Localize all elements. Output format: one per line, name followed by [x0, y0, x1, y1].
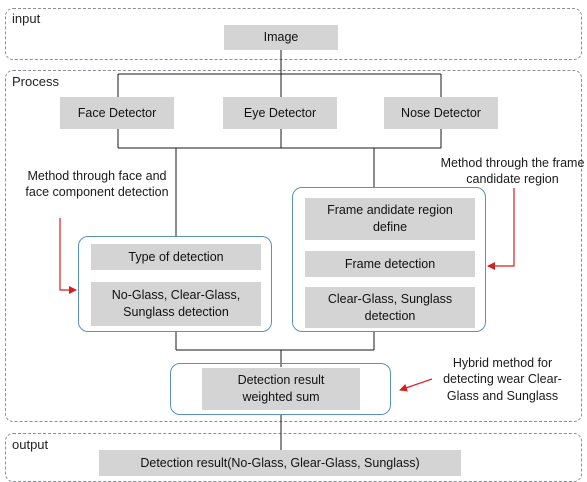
process-section	[5, 70, 582, 422]
frame-candidate-method-note: Method through the frame candidate regio…	[440, 156, 585, 187]
type-of-detection-node: Type of detection	[91, 244, 261, 270]
nose-detector-node: Nose Detector	[384, 97, 498, 129]
process-section-label: Process	[12, 74, 59, 89]
glass-type-detection-node: No-Glass, Clear-Glass, Sunglass detectio…	[91, 282, 261, 326]
face-component-method-group	[78, 236, 272, 332]
frame-candidate-define-node: Frame andidate region define	[305, 198, 475, 240]
frame-detection-node: Frame detection	[305, 251, 475, 277]
image-node: Image	[224, 25, 338, 50]
input-section	[5, 8, 582, 60]
eye-detector-node: Eye Detector	[223, 97, 337, 129]
final-result-node: Detection result(No-Glass, Glear-Glass, …	[99, 450, 461, 476]
hybrid-method-note: Hybrid method for detecting wear Clear-G…	[443, 356, 562, 403]
frame-candidate-method-group	[292, 187, 486, 332]
hybrid-method-group	[170, 363, 391, 415]
face-detector-node: Face Detector	[60, 97, 174, 129]
face-component-method-note: Method through face and face component d…	[25, 169, 169, 200]
weighted-sum-node: Detection result weighted sum	[202, 368, 360, 410]
output-section-label: output	[12, 437, 49, 452]
clear-sunglass-detection-node: Clear-Glass, Sunglass detection	[305, 287, 475, 328]
input-section-label: input	[12, 11, 41, 26]
